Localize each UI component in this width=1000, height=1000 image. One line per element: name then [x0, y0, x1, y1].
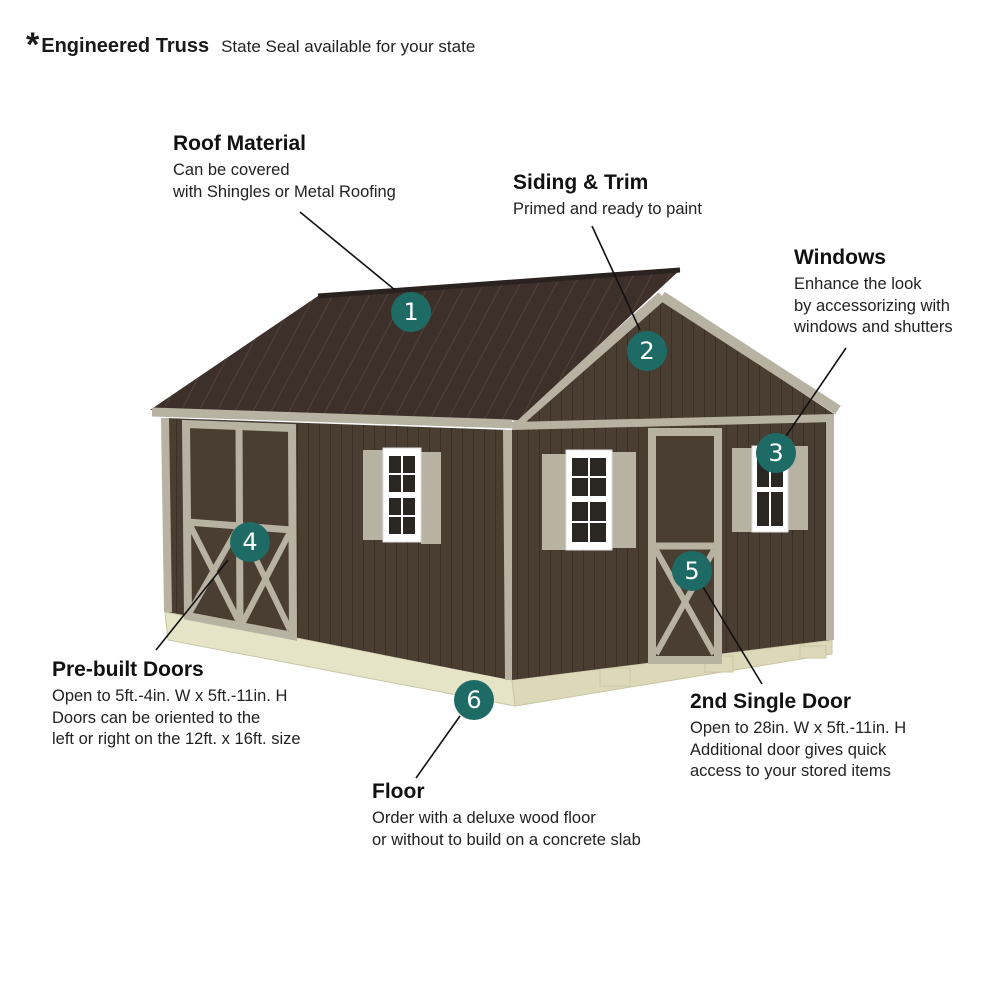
callout-line: Enhance the look	[794, 275, 922, 293]
callout-title: Roof Material	[173, 132, 307, 155]
header: * Engineered Truss State Seal available …	[26, 24, 476, 62]
callout-title: Floor	[372, 780, 425, 803]
callout-title: 2nd Single Door	[690, 690, 852, 713]
callout-line: Doors can be oriented to the	[52, 708, 261, 727]
callout-line: windows and shutters	[794, 318, 953, 336]
side-window	[363, 447, 441, 544]
callout-line: or without to build on a concrete slab	[372, 830, 641, 849]
callout-line: by accessorizing with	[794, 296, 950, 315]
callout-line: Open to 28in. W x 5ft.-11in. H	[690, 719, 907, 737]
header-title: Engineered Truss	[41, 35, 210, 57]
roof	[150, 267, 681, 429]
callout-line: access to your stored items	[690, 762, 891, 780]
callout-title: Pre-built Doors	[52, 658, 204, 681]
callout-badge-1: 1	[391, 292, 431, 332]
callout-line: Primed and ready to paint	[513, 200, 702, 218]
callout-title: Windows	[794, 246, 886, 269]
callout-badge-3: 3	[756, 433, 796, 473]
callout-title: Siding & Trim	[513, 171, 649, 194]
callout-badge-4: 4	[230, 522, 270, 562]
callout-windows: Windows Enhance the look by accessorizin…	[794, 246, 953, 339]
callout-siding-trim: Siding & Trim Primed and ready to paint	[513, 171, 702, 221]
front-window-left	[542, 449, 636, 551]
asterisk-mark: *	[26, 26, 40, 64]
leader-lines	[155, 211, 847, 779]
callout-line: Additional door gives quick	[690, 740, 887, 759]
callout-badge-6: 6	[454, 680, 494, 720]
callout-prebuilt-doors: Pre-built Doors Open to 5ft.-4in. W x 5f…	[52, 658, 301, 751]
callout-line: Open to 5ft.-4in. W x 5ft.-11in. H	[52, 687, 288, 705]
callout-badge-5: 5	[672, 551, 712, 591]
callout-floor: Floor Order with a deluxe wood floor or …	[372, 780, 641, 851]
callout-line: left or right on the 12ft. x 16ft. size	[52, 730, 301, 748]
callout-line: Order with a deluxe wood floor	[372, 809, 596, 827]
callout-line: with Shingles or Metal Roofing	[173, 182, 396, 201]
header-subtitle: State Seal available for your state	[221, 37, 476, 56]
callout-line: Can be covered	[173, 161, 290, 179]
single-door	[648, 428, 722, 664]
callout-roof-material: Roof Material Can be covered with Shingl…	[173, 132, 396, 203]
callout-badge-2: 2	[627, 331, 667, 371]
callout-second-door: 2nd Single Door Open to 28in. W x 5ft.-1…	[690, 690, 906, 783]
